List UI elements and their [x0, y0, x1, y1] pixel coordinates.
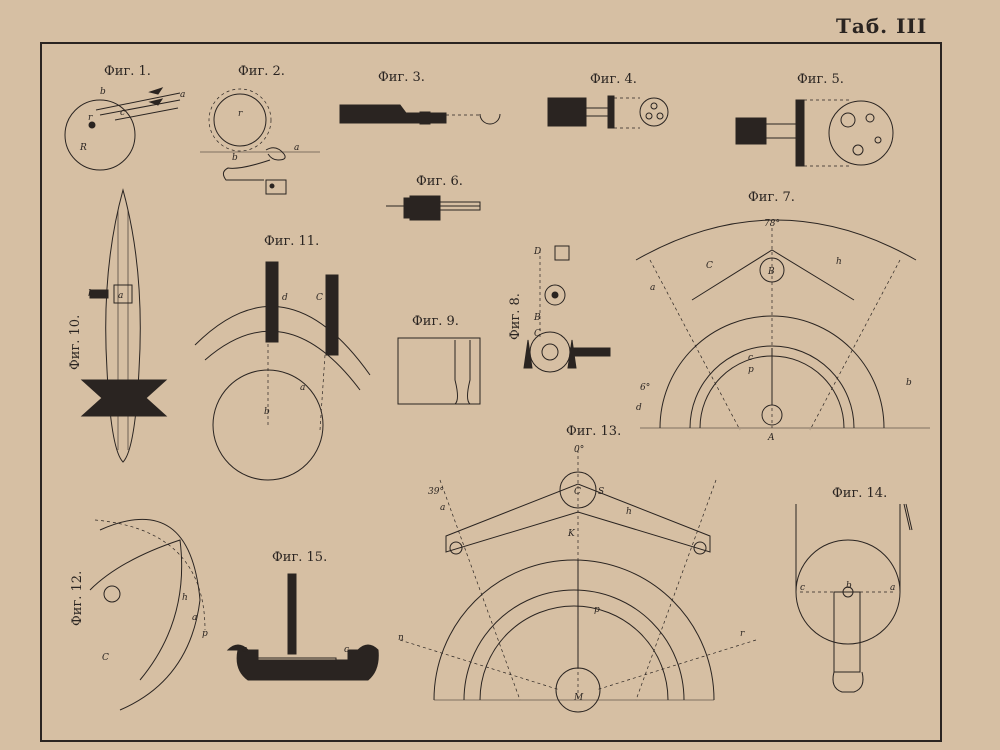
fig13-letter-S: S [598, 487, 604, 497]
fig15-letter-c-left: c [242, 645, 247, 655]
fig12-label: Фиг. 12. [70, 570, 85, 626]
fig12-letter-C: C [102, 653, 109, 663]
fig1-letter-b: b [100, 87, 106, 97]
fig2-letter-r: r [238, 109, 243, 119]
fig7-drawing: C B h a c p A d b 6° 78° [635, 219, 930, 443]
fig9-label: Фиг. 9. [412, 314, 459, 329]
fig1-letter-R: R [79, 143, 87, 153]
fig7-label: Фиг. 7. [748, 190, 795, 205]
fig9-drawing [397, 337, 481, 405]
fig1-letter-r: r [88, 113, 93, 123]
fig11-drawing: d C a b [194, 261, 371, 481]
fig7-letter-b: b [906, 378, 912, 388]
fig14-drawing: c a b [795, 503, 913, 693]
fig10-drawing: b a [80, 188, 168, 463]
fig14-label: Фиг. 14. [832, 486, 888, 501]
plate-frame [40, 42, 942, 742]
fig15-drawing: c c [226, 573, 379, 681]
fig10-letter-a: a [118, 291, 123, 301]
fig8-label: Фиг. 8. [508, 293, 523, 340]
fig15-letter-c-right: c [344, 645, 349, 655]
fig7-letter-h: h [836, 257, 842, 267]
fig14-letter-a: a [890, 583, 895, 593]
fig7-angle-78: 78° [764, 219, 780, 229]
fig2-letter-a: a [294, 143, 299, 153]
fig10-letter-b: b [88, 289, 94, 299]
fig3-drawing [339, 104, 501, 125]
fig13-letter-n: n [398, 633, 404, 643]
fig13-letter-M: M [573, 693, 584, 703]
fig8-drawing: D B C [523, 245, 611, 373]
fig6-drawing [386, 195, 481, 221]
fig13-drawing: 0° C S 39° a h K p M n r [398, 445, 757, 713]
fig7-letter-c: c [748, 353, 753, 363]
fig1-letter-a: a [180, 90, 185, 100]
fig14-letter-c: c [800, 583, 805, 593]
fig13-letter-p: p [594, 605, 600, 615]
fig13-letter-r: r [740, 629, 745, 639]
fig5-label: Фиг. 5. [797, 72, 844, 87]
fig12-letter-a: a [192, 613, 197, 623]
fig13-letter-C: C [574, 487, 581, 497]
fig11-letter-d: d [282, 293, 288, 303]
fig13-angle-39-left: 39° [428, 487, 444, 497]
fig8-letter-B: B [533, 313, 541, 323]
fig1-label: Фиг. 1. [104, 64, 151, 79]
fig6-label: Фиг. 6. [416, 174, 463, 189]
fig1-letter-c: c [120, 108, 125, 118]
fig12-letter-h: h [182, 593, 188, 603]
fig2-drawing: r b a [200, 88, 320, 195]
fig11-letter-b: b [264, 407, 270, 417]
fig5-drawing [735, 99, 894, 167]
plate-label: Таб. III [836, 14, 928, 38]
fig10-label: Фиг. 10. [68, 314, 83, 370]
fig11-label: Фиг. 11. [264, 234, 320, 249]
fig14-letter-b: b [846, 581, 852, 591]
fig2-label: Фиг. 2. [238, 64, 285, 79]
fig7-letter-d: d [636, 403, 642, 413]
fig1-drawing: b a r R c [64, 87, 185, 171]
fig8-letter-D: D [533, 247, 541, 257]
fig11-letter-C: C [316, 293, 323, 303]
fig4-drawing [547, 95, 669, 129]
fig2-letter-b: b [232, 153, 238, 163]
fig3-label: Фиг. 3. [378, 70, 425, 85]
fig13-letter-K: K [567, 529, 576, 539]
fig7-letter-A: A [767, 433, 775, 443]
fig12-drawing: h a p C [89, 518, 208, 711]
fig4-label: Фиг. 4. [590, 72, 637, 87]
fig11-letter-a: a [300, 383, 305, 393]
fig7-letter-C: C [706, 261, 713, 271]
fig13-letter-a: a [440, 503, 445, 513]
fig12-letter-p: p [202, 629, 208, 639]
fig7-letter-B: B [767, 267, 775, 277]
fig13-angle-0: 0° [574, 445, 584, 455]
fig13-label: Фиг. 13. [566, 424, 622, 439]
fig7-letter-a: a [650, 283, 655, 293]
fig7-letter-p: p [748, 365, 754, 375]
fig8-letter-C: C [534, 329, 541, 339]
fig7-angle-6: 6° [640, 383, 650, 393]
fig13-letter-h: h [626, 507, 632, 517]
fig15-label: Фиг. 15. [272, 550, 328, 565]
